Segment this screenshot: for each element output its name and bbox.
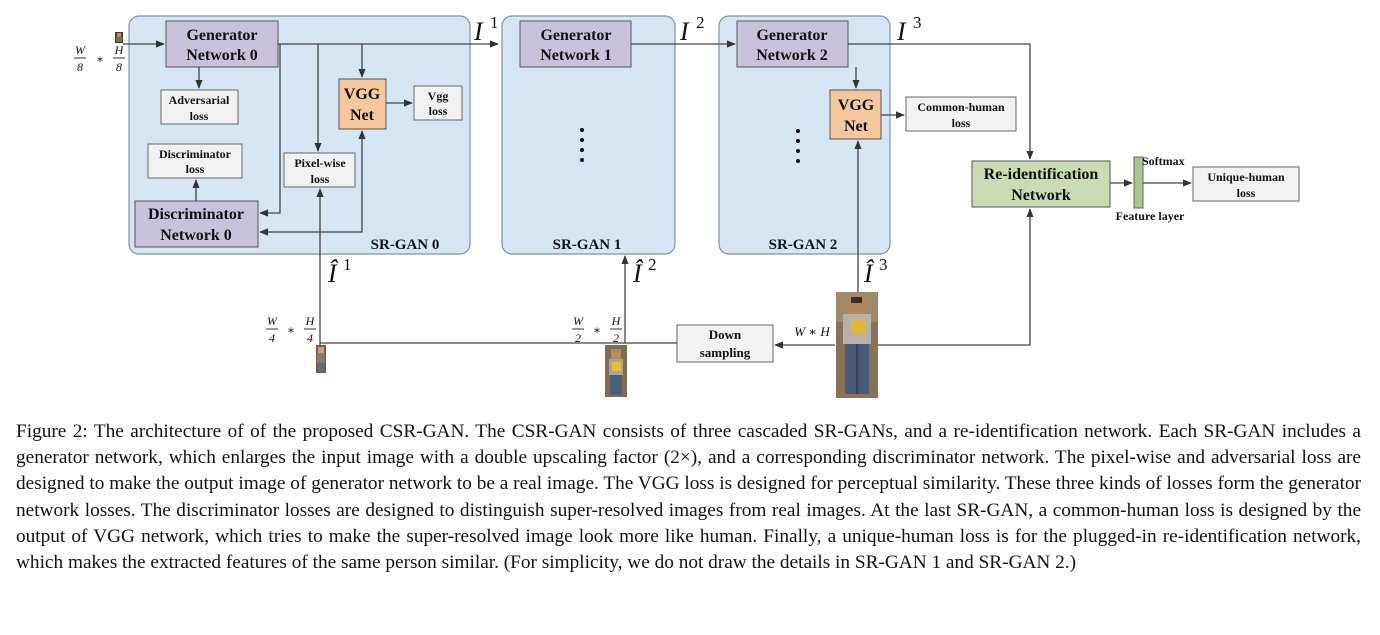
feature-layer-label: Feature layer bbox=[1116, 209, 1185, 223]
svg-text:2: 2 bbox=[613, 331, 619, 345]
sr-gan-2-panel bbox=[718, 15, 891, 255]
svg-text:Network 0: Network 0 bbox=[160, 227, 232, 244]
sr-gan-0-panel bbox=[128, 15, 471, 255]
generator-network-1: Generator Network 1 bbox=[519, 20, 632, 68]
generator-network-0: Generator Network 0 bbox=[165, 20, 279, 68]
svg-text:2: 2 bbox=[648, 255, 657, 274]
svg-text:Net: Net bbox=[350, 107, 375, 124]
vgg-net-0: VGG Net bbox=[338, 78, 387, 130]
pedestrian-image-medium bbox=[605, 345, 627, 397]
svg-text:1: 1 bbox=[490, 13, 499, 32]
svg-text:I: I bbox=[473, 17, 484, 46]
pixel-wise-loss: Pixel-wise loss bbox=[283, 152, 356, 188]
input-scale-den-w: 8 bbox=[77, 60, 83, 74]
svg-text:∗: ∗ bbox=[593, 323, 601, 337]
svg-text:Re-identification: Re-identification bbox=[984, 166, 1099, 183]
hr-label-1: Î 1 bbox=[327, 255, 352, 288]
svg-text:VGG: VGG bbox=[344, 86, 381, 103]
scale-label-full: W ∗ H bbox=[794, 324, 830, 339]
svg-text:Î: Î bbox=[327, 259, 339, 288]
svg-text:2: 2 bbox=[575, 331, 581, 345]
svg-text:loss: loss bbox=[190, 109, 209, 123]
svg-text:3: 3 bbox=[913, 13, 922, 32]
svg-text:H: H bbox=[305, 314, 316, 328]
output-label-i3: I 3 bbox=[896, 13, 922, 46]
sr-gan-2-title: SR-GAN 2 bbox=[769, 237, 838, 253]
hr-label-2: Î 2 bbox=[632, 255, 657, 288]
svg-text:Pixel-wise: Pixel-wise bbox=[294, 156, 346, 170]
discriminator-loss: Discriminator loss bbox=[147, 143, 243, 179]
sr-gan-0-connectors bbox=[123, 40, 499, 345]
svg-text:Generator: Generator bbox=[540, 27, 611, 44]
svg-text:Î: Î bbox=[632, 259, 644, 288]
svg-text:Common-human: Common-human bbox=[917, 100, 1005, 114]
input-scale-star: ∗ bbox=[96, 52, 104, 66]
scale-label-quarter: W 4 ∗ H 4 bbox=[266, 314, 316, 345]
svg-text:2: 2 bbox=[696, 13, 705, 32]
figure-caption: Figure 2: The architecture of of the pro… bbox=[16, 421, 1361, 574]
pedestrian-image-full bbox=[836, 292, 878, 398]
svg-text:loss: loss bbox=[186, 162, 205, 176]
svg-text:Network: Network bbox=[1011, 187, 1071, 204]
softmax-label: Softmax bbox=[1142, 154, 1185, 168]
sr-gan-1-ellipsis bbox=[580, 128, 584, 162]
svg-text:Down: Down bbox=[709, 327, 742, 342]
generator-network-2: Generator Network 2 bbox=[736, 20, 849, 68]
svg-text:Generator: Generator bbox=[186, 27, 257, 44]
svg-text:Vgg: Vgg bbox=[428, 89, 449, 103]
svg-text:Network 0: Network 0 bbox=[186, 47, 258, 64]
sr-gan-2-ellipsis bbox=[796, 129, 800, 163]
svg-text:∗: ∗ bbox=[287, 323, 295, 337]
discriminator-network-0: Discriminator Network 0 bbox=[134, 200, 259, 248]
vgg-loss: Vgg loss bbox=[413, 85, 463, 121]
svg-text:I: I bbox=[679, 17, 690, 46]
sr-gan-1-panel bbox=[501, 15, 676, 255]
main-flow-connectors bbox=[320, 40, 1192, 349]
svg-text:loss: loss bbox=[1237, 186, 1256, 200]
hr-label-3: Î 3 bbox=[863, 255, 888, 288]
reid-network: Re-identification Network bbox=[971, 160, 1111, 208]
pedestrian-image-small bbox=[316, 345, 326, 373]
svg-text:Adversarial: Adversarial bbox=[169, 93, 230, 107]
svg-text:Generator: Generator bbox=[756, 27, 827, 44]
scale-label-half: W 2 ∗ H 2 bbox=[572, 314, 622, 345]
svg-text:sampling: sampling bbox=[700, 345, 751, 360]
svg-text:Unique-human: Unique-human bbox=[1207, 170, 1285, 184]
sr-gan-0-title: SR-GAN 0 bbox=[371, 237, 440, 253]
common-human-loss: Common-human loss bbox=[905, 96, 1017, 132]
svg-text:I: I bbox=[896, 17, 907, 46]
svg-text:Network 1: Network 1 bbox=[540, 47, 612, 64]
input-image-tiny bbox=[115, 32, 123, 43]
svg-text:loss: loss bbox=[952, 116, 971, 130]
svg-text:Discriminator: Discriminator bbox=[159, 147, 232, 161]
svg-text:W: W bbox=[267, 314, 278, 328]
adversarial-loss: Adversarial loss bbox=[160, 89, 239, 125]
svg-text:Net: Net bbox=[844, 118, 869, 135]
vgg-net-2: VGG Net bbox=[829, 89, 882, 140]
svg-text:loss: loss bbox=[429, 104, 448, 118]
svg-text:Discriminator: Discriminator bbox=[148, 206, 244, 223]
input-scale-w: W bbox=[75, 43, 86, 57]
sr-gan-1-title: SR-GAN 1 bbox=[553, 237, 622, 253]
svg-text:VGG: VGG bbox=[838, 97, 875, 114]
input-scale-h: H bbox=[114, 43, 125, 57]
svg-text:4: 4 bbox=[269, 331, 275, 345]
svg-text:3: 3 bbox=[879, 255, 888, 274]
input-scale-den-h: 8 bbox=[116, 60, 122, 74]
svg-text:1: 1 bbox=[343, 255, 352, 274]
svg-text:Î: Î bbox=[863, 259, 875, 288]
svg-text:W: W bbox=[573, 314, 584, 328]
unique-human-loss: Unique-human loss bbox=[1192, 166, 1300, 202]
svg-text:Network 2: Network 2 bbox=[756, 47, 828, 64]
output-label-i2: I 2 bbox=[679, 13, 705, 46]
svg-text:H: H bbox=[611, 314, 622, 328]
architecture-diagram: W 8 ∗ H 8 Generator Network 0 Adversaria… bbox=[74, 13, 1300, 398]
output-label-i1: I 1 bbox=[473, 13, 499, 46]
svg-text:4: 4 bbox=[307, 331, 313, 345]
svg-text:loss: loss bbox=[311, 172, 330, 186]
down-sampling-block: Down sampling bbox=[676, 324, 774, 363]
